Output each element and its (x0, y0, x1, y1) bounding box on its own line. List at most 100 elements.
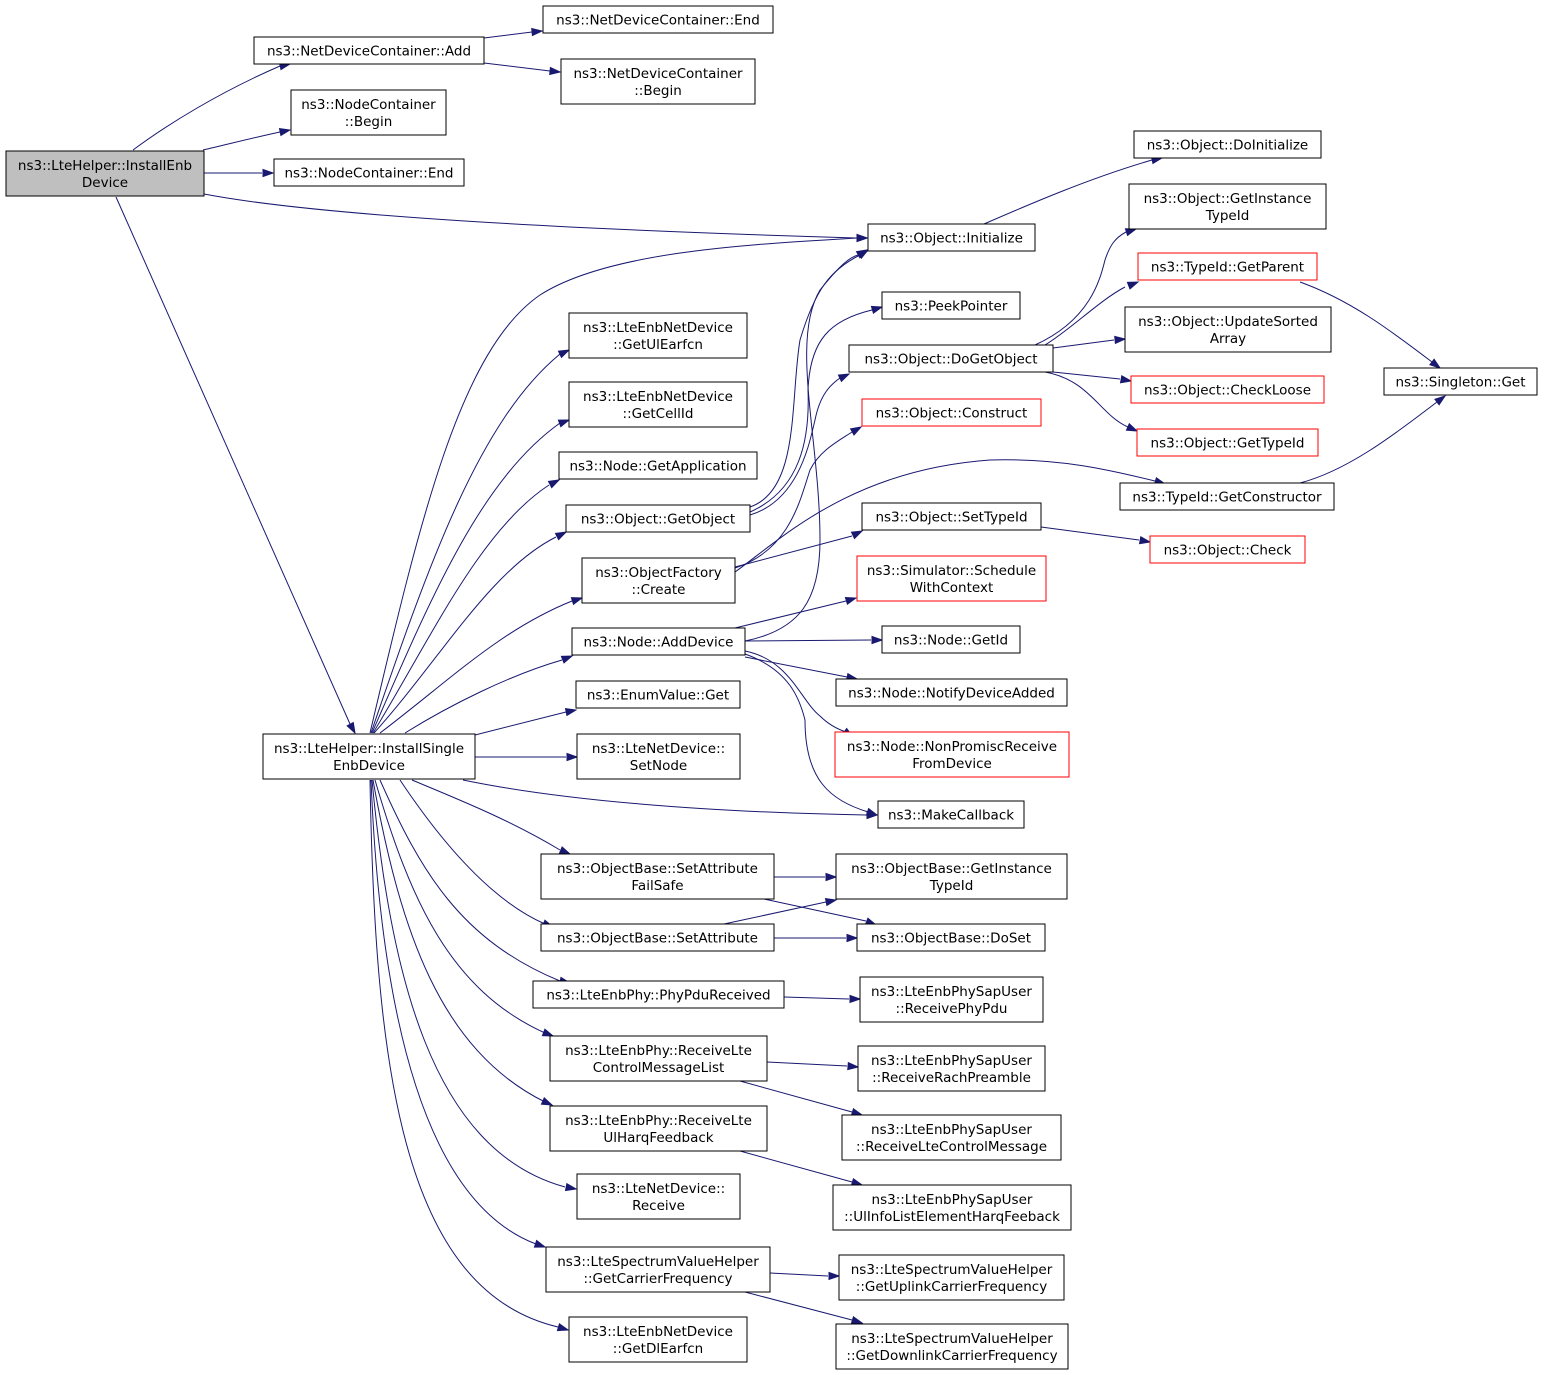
node-phypdu[interactable]: ns3::LteEnbPhy::PhyPduReceived (532, 980, 785, 1009)
edge-objfac-to-settid (734, 530, 864, 568)
edge-arrowhead (871, 635, 884, 645)
node-node-notify[interactable]: ns3::Node::NotifyDeviceAdded (835, 678, 1068, 707)
node-box (253, 36, 485, 65)
edge-line (483, 31, 533, 39)
node-ndc-add[interactable]: ns3::NetDeviceContainer::Add (253, 36, 485, 65)
node-label: Array (1210, 331, 1246, 347)
node-ulinfo[interactable]: ns3::LteEnbPhySapUser::UlInfoListElement… (832, 1184, 1072, 1231)
node-recvphypdu[interactable]: ns3::LteEnbPhySapUser::ReceivePhyPdu (859, 976, 1044, 1023)
node-box (581, 557, 736, 604)
node-label: ns3::LteEnbPhySapUser (872, 1192, 1033, 1208)
node-ndc-begin[interactable]: ns3::NetDeviceContainer::Begin (560, 58, 756, 105)
node-box (273, 158, 465, 187)
node-tid-parent[interactable]: ns3::TypeId::GetParent (1137, 252, 1318, 281)
node-recvctrlmsg[interactable]: ns3::LteEnbPhySapUser::ReceiveLteControl… (841, 1114, 1062, 1161)
edge-line (372, 484, 550, 734)
node-nc-end[interactable]: ns3::NodeContainer::End (273, 158, 465, 187)
node-getuplink[interactable]: ns3::LteSpectrumValueHelper::GetUplinkCa… (838, 1254, 1065, 1301)
node-settid[interactable]: ns3::Object::SetTypeId (861, 502, 1042, 531)
edge-line (769, 1272, 829, 1277)
node-box (841, 1114, 1062, 1161)
edge-line (1034, 231, 1127, 346)
edge-install_single-to-objfac (379, 597, 584, 734)
edge-line (744, 650, 847, 733)
node-label: ns3::Singleton::Get (1395, 375, 1525, 391)
node-obj-loose[interactable]: ns3::Object::CheckLoose (1130, 375, 1325, 404)
node-construct[interactable]: ns3::Object::Construct (861, 398, 1042, 427)
node-recvrach[interactable]: ns3::LteEnbPhySapUser::ReceiveRachPreamb… (857, 1045, 1046, 1092)
node-recvctrllist[interactable]: ns3::LteEnbPhy::ReceiveLteControlMessage… (549, 1035, 768, 1082)
node-node-getid[interactable]: ns3::Node::GetId (881, 625, 1021, 654)
edge-adddev-to-obj_init (744, 249, 869, 642)
node-objfac[interactable]: ns3::ObjectFactory::Create (581, 557, 736, 604)
node-adddev[interactable]: ns3::Node::AddDevice (571, 627, 746, 656)
edge-line (763, 898, 867, 922)
node-getdl[interactable]: ns3::LteEnbNetDevice::GetDlEarfcn (568, 1316, 748, 1363)
node-obj-check[interactable]: ns3::Object::Check (1149, 535, 1306, 564)
node-label: ns3::LteEnbPhy::PhyPduReceived (546, 988, 770, 1004)
node-tid-ctor[interactable]: ns3::TypeId::GetConstructor (1119, 482, 1335, 511)
node-singleton[interactable]: ns3::Singleton::Get (1383, 367, 1538, 396)
node-obj-init[interactable]: ns3::Object::Initialize (867, 223, 1036, 252)
node-obj-doinit[interactable]: ns3::Object::DoInitialize (1133, 130, 1322, 159)
node-setnode[interactable]: ns3::LteNetDevice::SetNode (576, 733, 741, 780)
node-ob-doset[interactable]: ns3::ObjectBase::DoSet (856, 923, 1046, 952)
node-box (549, 1035, 768, 1082)
node-box (545, 1246, 771, 1293)
node-label: WithContext (910, 580, 994, 596)
node-box (549, 1105, 768, 1152)
node-label: ::ReceiveRachPreamble (872, 1070, 1031, 1086)
node-label: ns3::LteSpectrumValueHelper (851, 1331, 1053, 1347)
edge-getcarrier-to-getdownlink (744, 1291, 864, 1325)
edge-arrowhead (847, 1061, 860, 1071)
edge-line (203, 193, 857, 239)
edge-recvulharq-to-ulinfo (739, 1150, 864, 1187)
edge-line (744, 1291, 853, 1321)
edge-line (723, 901, 827, 925)
edge-install_single-to-obj_init (369, 233, 869, 734)
edge-line (370, 779, 537, 1245)
edge-arrowhead (850, 1315, 864, 1325)
node-setattr[interactable]: ns3::ObjectBase::SetAttribute (540, 923, 775, 952)
node-box (560, 58, 756, 105)
edge-line (404, 659, 563, 734)
node-enumget[interactable]: ns3::EnumValue::Get (575, 680, 741, 709)
node-makecb[interactable]: ns3::MakeCallback (877, 800, 1025, 829)
edge-recvctrllist-to-recvrach (766, 1061, 860, 1071)
node-obj-gettid[interactable]: ns3::Object::GetTypeId (1136, 428, 1319, 457)
node-label: ns3::Object::Initialize (880, 231, 1023, 247)
node-dogetobj[interactable]: ns3::Object::DoGetObject (848, 344, 1054, 373)
edge-line (983, 159, 1153, 225)
node-getcarrier[interactable]: ns3::LteSpectrumValueHelper::GetCarrierF… (545, 1246, 771, 1293)
node-getobj[interactable]: ns3::Object::GetObject (565, 504, 751, 533)
node-label: ns3::Object::SetTypeId (875, 510, 1027, 526)
node-getul[interactable]: ns3::LteEnbNetDevice::GetUlEarfcn (568, 312, 748, 359)
node-label: ns3::LteHelper::InstallEnb (18, 158, 192, 174)
node-ltercv[interactable]: ns3::LteNetDevice::Receive (576, 1173, 741, 1220)
edge-arrowhead (566, 752, 579, 762)
edge-arrowhead (1434, 395, 1447, 406)
edge-tid_parent-to-singleton (1299, 281, 1442, 369)
edge-line (1040, 526, 1140, 541)
node-getdownlink[interactable]: ns3::LteSpectrumValueHelper::GetDownlink… (835, 1323, 1069, 1370)
node-peek[interactable]: ns3::PeekPointer (881, 291, 1021, 320)
edge-adddev-to-node_getid (744, 635, 884, 645)
node-getapp[interactable]: ns3::Node::GetApplication (558, 451, 758, 480)
node-nc-begin[interactable]: ns3::NodeContainer::Begin (290, 89, 447, 136)
edge-arrowhead (557, 349, 571, 359)
node-box (835, 853, 1068, 900)
node-ndc-end[interactable]: ns3::NetDeviceContainer::End (542, 5, 774, 34)
edge-line (734, 431, 853, 569)
edge-install_single-to-getdl (369, 779, 570, 1332)
node-getcell[interactable]: ns3::LteEnbNetDevice::GetCellId (568, 381, 748, 428)
node-label: ns3::NetDeviceContainer (573, 66, 743, 82)
